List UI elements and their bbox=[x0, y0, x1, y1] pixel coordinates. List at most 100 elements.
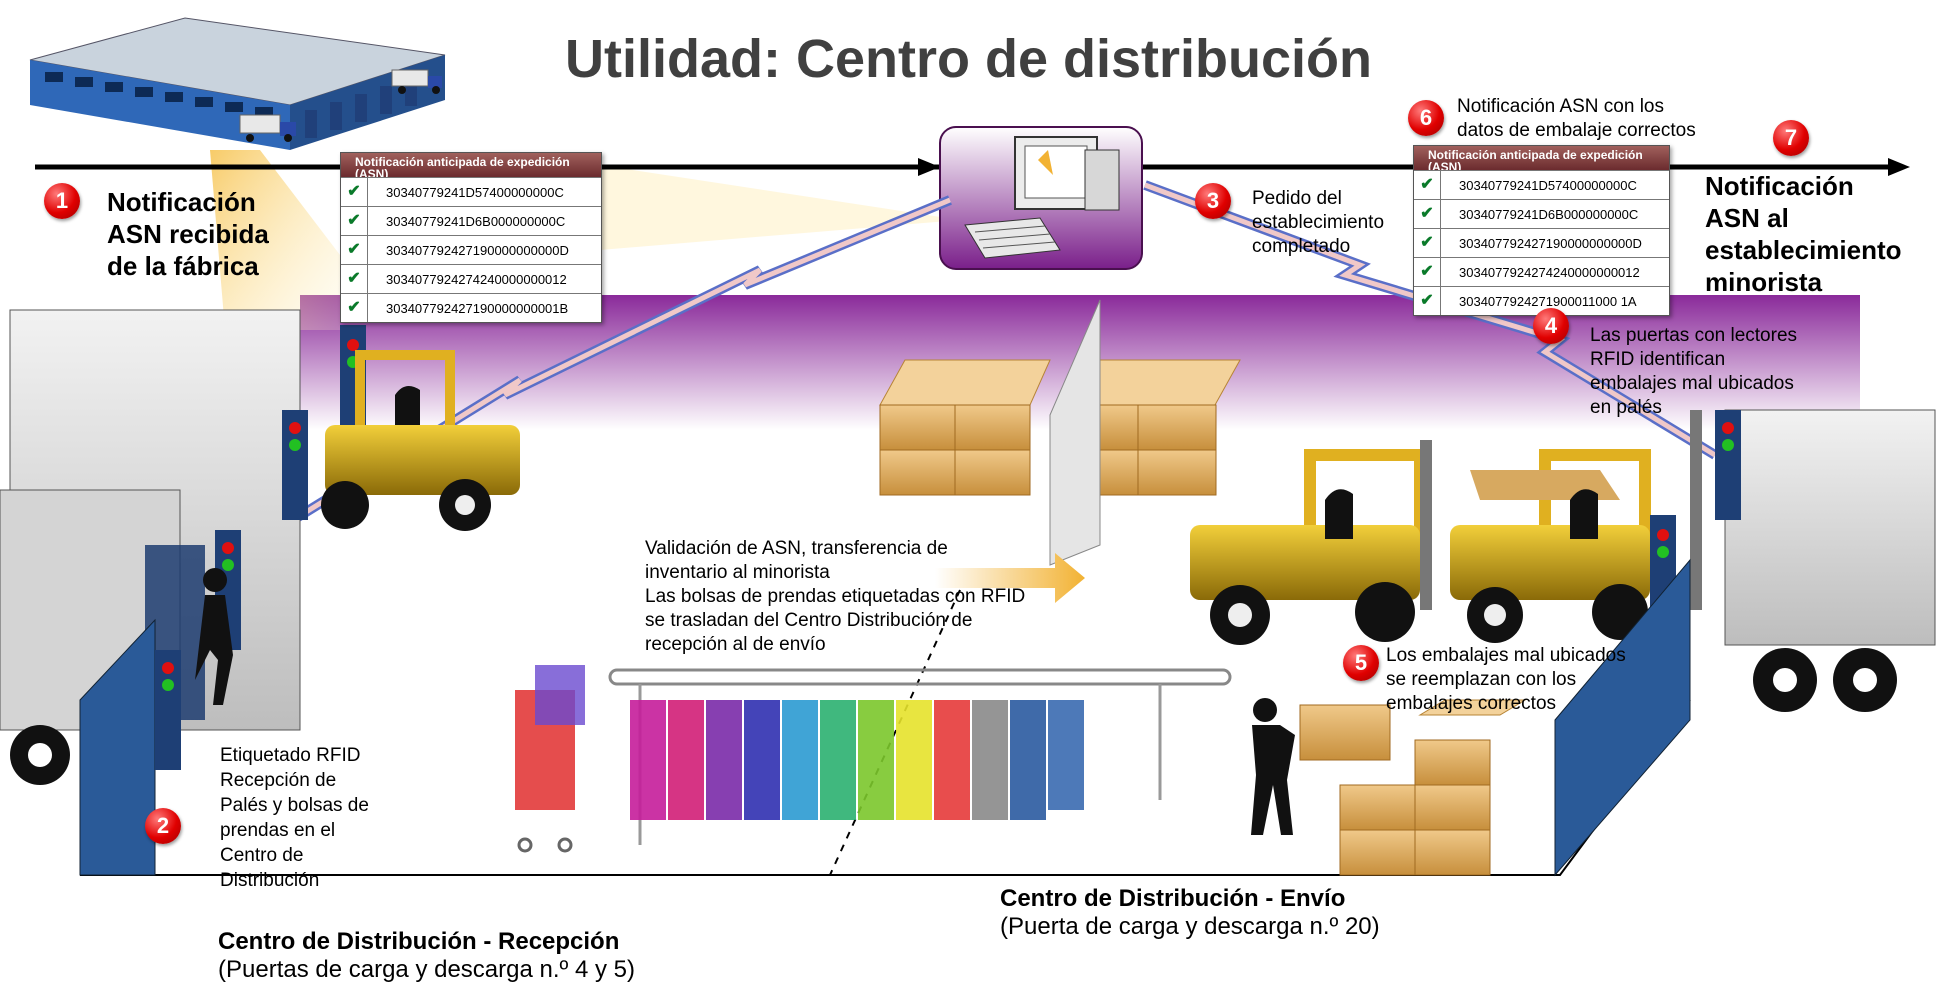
checkmark-icon: ✔ bbox=[341, 265, 368, 293]
worker-icon bbox=[195, 568, 233, 705]
table-row: ✔ 303407792427190000000000D bbox=[1414, 228, 1669, 257]
asn-code: 30340779241D6B000000000C bbox=[1459, 206, 1639, 222]
step-2-line: Centro de bbox=[220, 845, 304, 866]
garment-rack-icon bbox=[515, 665, 1232, 853]
asn-code: 30340779241D57400000000C bbox=[386, 184, 564, 200]
step-2-badge: 2 bbox=[145, 808, 181, 844]
table-row: ✔ 3034077924274240000000012 bbox=[1414, 257, 1669, 286]
shipping-subtitle: (Puerta de carga y descarga n.º 20) bbox=[1000, 913, 1380, 940]
step-2-line: Distribución bbox=[220, 870, 320, 891]
step-7-text: Notificación ASN al establecimiento mino… bbox=[1705, 170, 1902, 298]
worker-icon bbox=[1251, 698, 1295, 835]
step-3-line: Pedido del bbox=[1252, 188, 1342, 209]
shipping-title: Centro de Distribución - Envío bbox=[1000, 885, 1346, 912]
step-4-line: embalajes mal ubicados bbox=[1590, 373, 1794, 394]
warehouse-icon bbox=[29, 17, 446, 150]
step-4-line: RFID identifican bbox=[1590, 349, 1726, 370]
receiving-subtitle: (Puertas de carga y descarga n.º 4 y 5) bbox=[218, 956, 635, 983]
checkmark-icon: ✔ bbox=[341, 207, 368, 235]
step-1-line: Notificación bbox=[107, 187, 256, 217]
step-6-line: Notificación ASN con los bbox=[1457, 96, 1664, 117]
asn-header: Notificación anticipada de expedición (A… bbox=[341, 153, 601, 177]
truck-icon bbox=[1724, 409, 1936, 712]
step-3-line: establecimiento bbox=[1252, 212, 1385, 233]
step-7-line: establecimiento bbox=[1705, 235, 1902, 265]
asn-code: 30340779241D6B000000000C bbox=[386, 213, 566, 229]
asn-table-right: Notificación anticipada de expedición (A… bbox=[1413, 145, 1670, 316]
asn-header: Notificación anticipada de expedición (A… bbox=[1414, 146, 1669, 170]
step-2-line: prendas en el bbox=[220, 820, 336, 841]
checkmark-icon: ✔ bbox=[1414, 287, 1441, 315]
asn-code: 303407792427190000000000D bbox=[386, 242, 569, 258]
table-row: ✔ 30340779241D6B000000000C bbox=[341, 206, 601, 235]
receiving-caption: Centro de Distribución - Recepción (Puer… bbox=[218, 928, 635, 984]
step-3-badge: 3 bbox=[1195, 183, 1231, 219]
step-2-line: Etiquetado RFID bbox=[220, 745, 361, 766]
asn-code: 3034077924274240000000012 bbox=[386, 271, 567, 287]
step-7-line: minorista bbox=[1705, 267, 1823, 297]
table-row: ✔ 3034077924271900011000 1A bbox=[1414, 286, 1669, 315]
dock-door-right bbox=[1554, 558, 1691, 877]
step-4-badge: 4 bbox=[1533, 308, 1569, 344]
checkmark-icon: ✔ bbox=[1414, 200, 1441, 228]
step-3-line: completado bbox=[1252, 236, 1351, 257]
step-4-line: en palés bbox=[1590, 397, 1662, 418]
page-title: Utilidad: Centro de distribución bbox=[565, 29, 1372, 89]
step-2-line: Palés y bolsas de bbox=[220, 795, 369, 816]
step-1-text: Notificación ASN recibida de la fábrica bbox=[107, 186, 269, 282]
dock-door-left bbox=[79, 618, 156, 876]
receiving-title: Centro de Distribución - Recepción bbox=[218, 928, 620, 955]
checkmark-icon: ✔ bbox=[1414, 229, 1441, 257]
light-beam bbox=[210, 150, 340, 330]
validation-line: inventario al minorista bbox=[645, 562, 830, 583]
checkmark-icon: ✔ bbox=[341, 236, 368, 264]
asn-table-left: Notificación anticipada de expedición (A… bbox=[340, 152, 602, 323]
validation-line: Las bolsas de prendas etiquetadas con RF… bbox=[645, 586, 1026, 607]
table-row: ✔ 303407792427190000000000D bbox=[341, 235, 601, 264]
validation-line: recepción al de envío bbox=[645, 634, 826, 655]
checkmark-icon: ✔ bbox=[341, 178, 368, 206]
box-pallet-icon bbox=[1299, 699, 1527, 876]
step-2-line: Recepción de bbox=[220, 770, 337, 791]
shipping-caption: Centro de Distribución - Envío (Puerta d… bbox=[1000, 885, 1380, 941]
asn-code: 30340779241D57400000000C bbox=[1459, 177, 1637, 193]
validation-text: Validación de ASN, transferencia de inve… bbox=[645, 537, 1025, 657]
transfer-arrow bbox=[935, 553, 1085, 603]
step-7-line: ASN al bbox=[1705, 203, 1789, 233]
step-1-badge: 1 bbox=[44, 183, 80, 219]
asn-code: 303407792427190000000001B bbox=[386, 300, 569, 316]
truck-icon bbox=[239, 114, 296, 142]
step-4-line: Las puertas con lectores bbox=[1590, 325, 1798, 346]
step-7-line: Notificación bbox=[1705, 171, 1854, 201]
asn-code: 3034077924274240000000012 bbox=[1459, 264, 1640, 280]
step-5-line: se reemplazan con los bbox=[1386, 669, 1577, 690]
checkmark-icon: ✔ bbox=[1414, 171, 1441, 199]
validation-line: Validación de ASN, transferencia de bbox=[645, 538, 948, 559]
checkmark-icon: ✔ bbox=[341, 294, 368, 322]
table-row: ✔ 303407792427190000000001B bbox=[341, 293, 601, 322]
step-1-line: de la fábrica bbox=[107, 251, 259, 281]
step-4-text: Las puertas con lectores RFID identifica… bbox=[1590, 324, 1797, 420]
table-row: ✔ 3034077924274240000000012 bbox=[341, 264, 601, 293]
step-6-line: datos de embalaje correctos bbox=[1457, 120, 1696, 141]
checkmark-icon: ✔ bbox=[1414, 258, 1441, 286]
asn-code: 303407792427190000000000D bbox=[1459, 235, 1642, 251]
step-5-text: Los embalajes mal ubicados se reemplazan… bbox=[1386, 644, 1626, 716]
step-1-line: ASN recibida bbox=[107, 219, 269, 249]
computer-icon bbox=[939, 126, 1143, 270]
table-row: ✔ 30340779241D57400000000C bbox=[1414, 170, 1669, 199]
forklift-icon bbox=[321, 350, 520, 531]
forklift-icon bbox=[1190, 440, 1432, 645]
step-5-line: embalajes correctos bbox=[1386, 693, 1557, 714]
table-row: ✔ 30340779241D6B000000000C bbox=[1414, 199, 1669, 228]
asn-code: 3034077924271900011000 1A bbox=[1459, 293, 1637, 309]
table-row: ✔ 30340779241D57400000000C bbox=[341, 177, 601, 206]
rfid-reader-icon bbox=[155, 325, 366, 770]
step-3-text: Pedido del establecimiento completado bbox=[1252, 187, 1384, 259]
validation-line: se trasladan del Centro Distribución de bbox=[645, 610, 973, 631]
step-6-text: Notificación ASN con los datos de embala… bbox=[1457, 95, 1696, 143]
step-2-text: Etiquetado RFID Recepción de Palés y bol… bbox=[220, 743, 369, 893]
step-6-badge: 6 bbox=[1408, 100, 1444, 136]
step-5-line: Los embalajes mal ubicados bbox=[1386, 645, 1626, 666]
